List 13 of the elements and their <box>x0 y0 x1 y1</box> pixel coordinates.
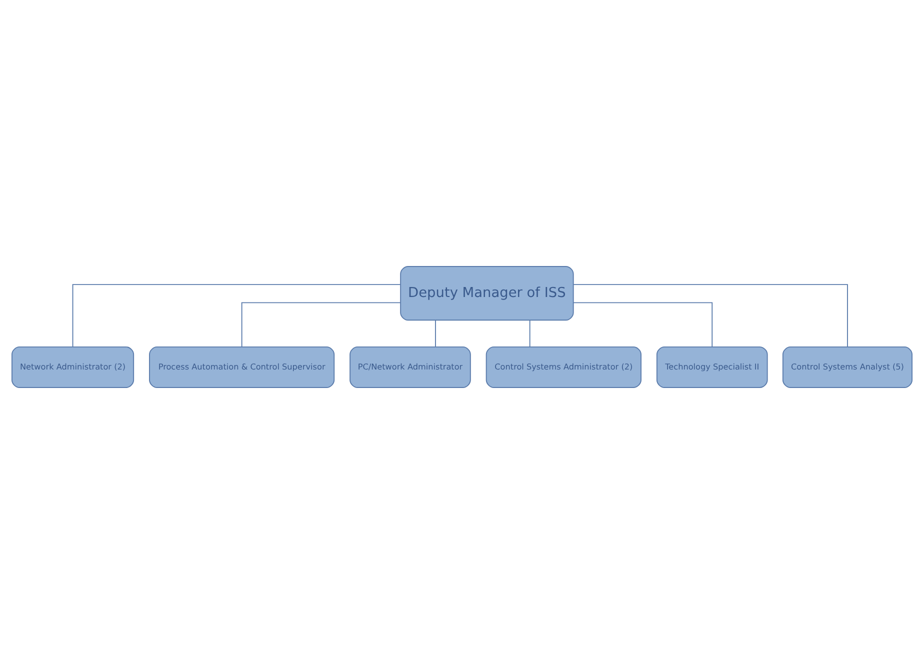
connector <box>572 302 713 347</box>
node-box: Control Systems Administrator (2) <box>486 346 642 388</box>
node-box: Control Systems Analyst (5) <box>782 346 913 388</box>
connector <box>241 302 401 347</box>
connector <box>72 284 401 347</box>
connector <box>435 319 436 347</box>
node-box: Network Administrator (2) <box>11 346 134 388</box>
node-box: Technology Specialist II <box>656 346 768 388</box>
node-box: Deputy Manager of ISS <box>400 266 574 320</box>
connector <box>529 319 530 347</box>
connector <box>573 284 848 347</box>
node-box: Process Automation & Control Supervisor <box>149 346 335 388</box>
node-box: PC/Network Administrator <box>350 346 471 388</box>
